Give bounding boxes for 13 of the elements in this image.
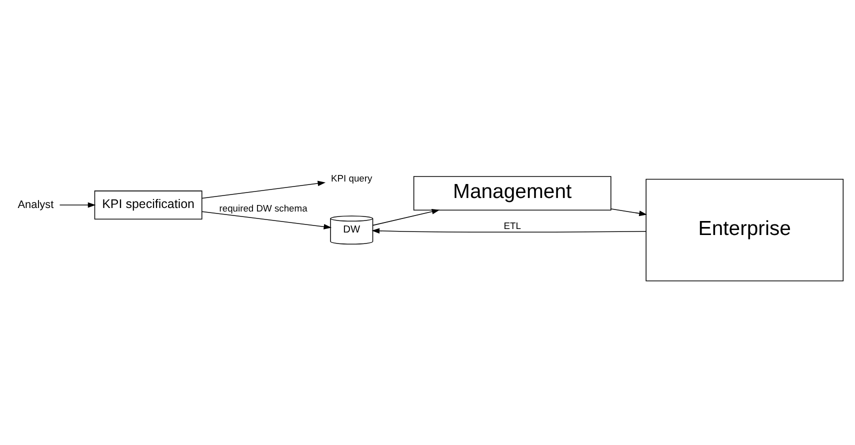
arrow	[202, 180, 326, 198]
node-text: Analyst	[18, 198, 54, 210]
node-text: KPI query	[331, 173, 372, 184]
arrow	[372, 208, 440, 226]
arrow	[202, 210, 332, 229]
node-box: KPI specification	[94, 190, 202, 219]
arrow	[59, 202, 96, 208]
edge-label: required DW schema	[219, 203, 308, 214]
node-box: Enterprise	[646, 178, 844, 281]
edge-label: ETL	[504, 220, 521, 230]
node-box: Management	[413, 176, 612, 210]
arrow	[372, 228, 646, 234]
arrow	[610, 208, 648, 216]
